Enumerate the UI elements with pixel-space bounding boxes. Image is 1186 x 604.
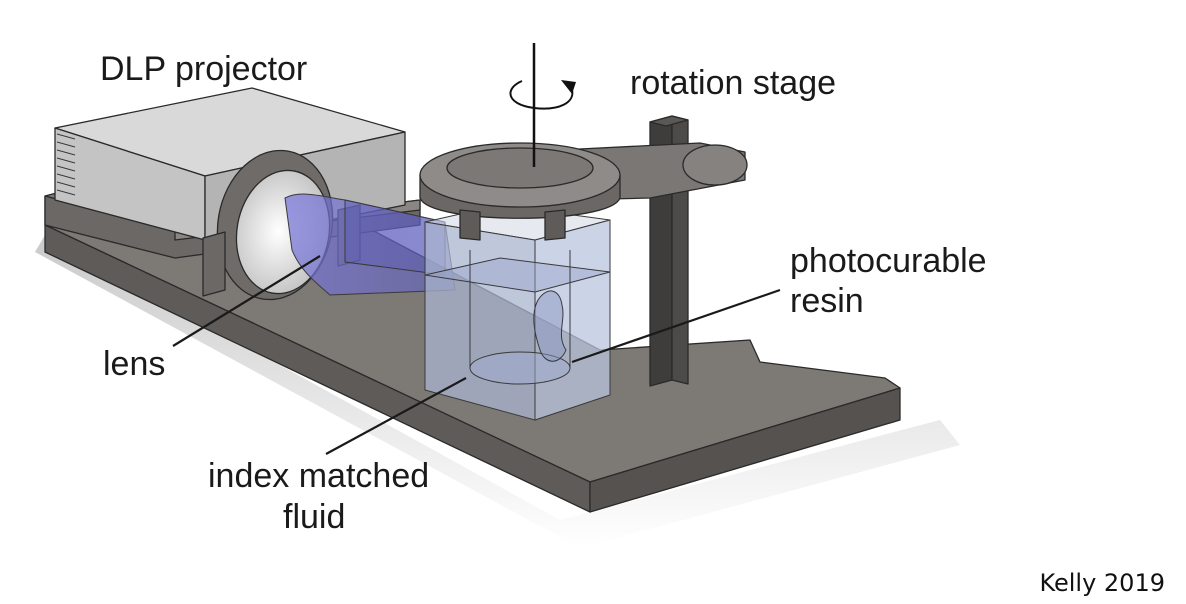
label-resin: resin (790, 282, 864, 320)
label-photocurable: photocurable (790, 242, 987, 280)
fluid-surface (424, 257, 611, 293)
leader-lens (172, 255, 321, 347)
label-fluid: fluid (283, 498, 345, 536)
vat (424, 204, 611, 421)
light-beam (284, 193, 456, 296)
lens-holder-left (202, 231, 226, 297)
stage-ring-hole (446, 147, 594, 189)
label-dlp-projector: DLP projector (100, 50, 307, 88)
rotation-axis (509, 43, 576, 167)
leader-resin (571, 288, 781, 364)
printed-object (533, 290, 567, 362)
arrow-head-icon (561, 80, 576, 94)
credit-text: Kelly 2019 (1039, 569, 1165, 597)
leader-fluid (325, 377, 467, 455)
rotation-stage (419, 142, 748, 241)
rotation-arrow-icon (509, 80, 574, 110)
label-lens: lens (103, 345, 165, 383)
base-right-face (589, 387, 901, 513)
projector-vents (56, 133, 76, 196)
label-rotation-stage: rotation stage (630, 64, 836, 102)
label-index-matched: index matched (208, 457, 429, 495)
